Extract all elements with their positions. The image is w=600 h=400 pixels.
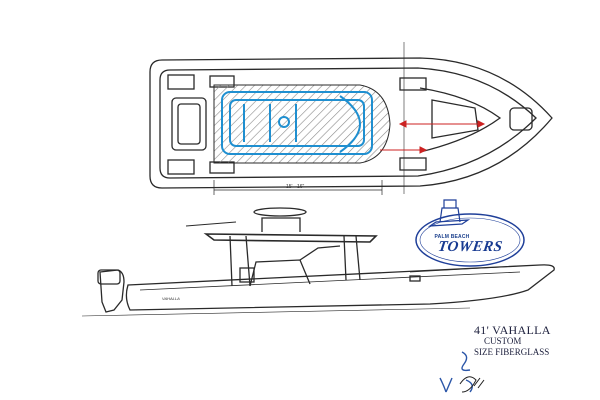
- profile-windshield: [299, 245, 341, 261]
- title-custom: CUSTOM: [484, 336, 522, 346]
- plan-stern-box-bottom: [167, 159, 195, 175]
- tower-hub: [278, 116, 290, 128]
- profile-antenna: [185, 221, 237, 227]
- tower-outer-frame: [221, 91, 373, 155]
- logo-oval-inner: [419, 217, 521, 263]
- plan-box-4: [399, 157, 427, 171]
- profile-hull: [125, 264, 555, 311]
- plan-hull-outline: [149, 57, 553, 189]
- palm-beach-towers-logo: [415, 199, 525, 267]
- signature-strokes: [459, 376, 485, 393]
- logo-oval: [415, 213, 525, 267]
- plan-tower-overlay: [221, 91, 373, 155]
- tower-arch: [339, 95, 361, 153]
- logo-boat-icon: [427, 199, 471, 227]
- title-boat-name: 41' VAHALLA: [474, 323, 551, 337]
- profile-view: [81, 207, 555, 317]
- plan-stern-well: [171, 97, 207, 151]
- plan-red-arrows: [380, 120, 486, 154]
- profile-ttop: [203, 233, 378, 243]
- plan-box-3: [399, 77, 427, 91]
- plan-width-dimension: 15' - 16": [286, 184, 305, 190]
- profile-radar-dome: [253, 207, 307, 217]
- profile-console: [249, 259, 311, 287]
- plan-stern-seat: [177, 103, 201, 145]
- profile-bow-rail: [409, 265, 521, 273]
- tower-inner-frame: [229, 99, 365, 147]
- profile-ttop-struts: [229, 235, 361, 287]
- profile-seat: [239, 267, 255, 283]
- plan-box-2: [209, 161, 235, 174]
- profile-outboard-cowl: [97, 269, 121, 285]
- plan-bow-line-2: [431, 99, 479, 139]
- profile-waterline: [81, 307, 471, 317]
- title-block: 41' VAHALLA CUSTOM SIZE FIBERGLASS: [470, 323, 590, 358]
- profile-sheer-line: [139, 271, 521, 291]
- plan-bow-line-1: [419, 87, 502, 153]
- logo-brand-large: TOWERS: [436, 239, 504, 255]
- plan-stern-box-top: [167, 74, 195, 90]
- plan-gunwale: [159, 67, 537, 179]
- plan-bow-hatch: [509, 107, 533, 131]
- logo-brand-small: PALM BEACH: [434, 234, 470, 240]
- hull-name-text: VAHALLA: [162, 296, 180, 301]
- plan-view: [149, 42, 553, 195]
- plan-hardtop-hatch: [213, 84, 391, 164]
- signature-sketch: [439, 351, 473, 393]
- profile-radar: [261, 217, 301, 232]
- title-material: SIZE FIBERGLASS: [474, 347, 550, 357]
- profile-cabin-window: [409, 275, 421, 282]
